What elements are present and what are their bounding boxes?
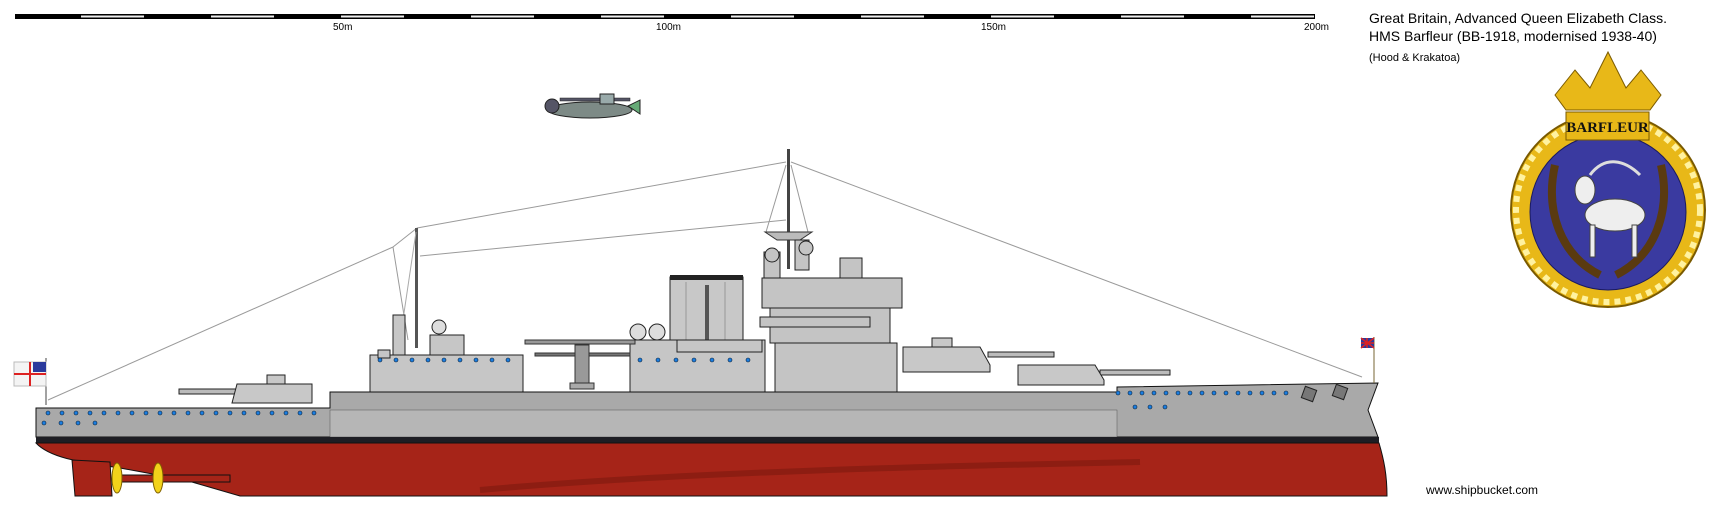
website-link[interactable]: www.shipbucket.com xyxy=(1426,483,1539,497)
scale-label-200m: 200m xyxy=(1304,22,1329,33)
scale-segment xyxy=(341,15,404,18)
porthole xyxy=(255,410,261,416)
porthole xyxy=(441,357,447,363)
porthole xyxy=(75,420,81,426)
porthole xyxy=(637,357,643,363)
porthole xyxy=(409,357,415,363)
porthole xyxy=(377,357,383,363)
porthole xyxy=(283,410,289,416)
porthole xyxy=(1151,390,1157,396)
anchor-icon xyxy=(1300,383,1349,403)
scale-bar xyxy=(15,14,1315,19)
crest-name: BARFLEUR xyxy=(1566,120,1649,136)
porthole xyxy=(1187,390,1193,396)
credits: (Hood & Krakatoa) xyxy=(1369,52,1461,64)
porthole xyxy=(1115,390,1121,396)
porthole xyxy=(655,357,661,363)
porthole xyxy=(473,357,479,363)
porthole xyxy=(691,357,697,363)
scale-segment xyxy=(601,15,664,18)
porthole xyxy=(709,357,715,363)
porthole xyxy=(129,410,135,416)
porthole xyxy=(505,357,511,363)
porthole xyxy=(489,357,495,363)
porthole xyxy=(101,410,107,416)
scale-segment xyxy=(861,15,924,18)
turret-x xyxy=(178,374,313,404)
scale-segment xyxy=(81,15,144,18)
catapult-with-aircraft xyxy=(524,339,636,390)
scale-label-50m: 50m xyxy=(333,22,352,33)
goat-icon xyxy=(1574,160,1646,258)
porthole xyxy=(1127,390,1133,396)
porthole xyxy=(1132,404,1138,410)
bridge-tower xyxy=(759,239,903,394)
porthole xyxy=(425,357,431,363)
porthole xyxy=(73,410,79,416)
porthole xyxy=(171,410,177,416)
porthole xyxy=(241,410,247,416)
porthole xyxy=(457,357,463,363)
ensign-flag-icon xyxy=(13,358,47,405)
porthole xyxy=(58,420,64,426)
seaplane-icon xyxy=(544,93,641,119)
scale-segment xyxy=(991,15,1054,18)
porthole xyxy=(227,410,233,416)
porthole xyxy=(143,410,149,416)
porthole xyxy=(185,410,191,416)
porthole xyxy=(115,410,121,416)
porthole xyxy=(1139,390,1145,396)
hull xyxy=(34,382,1388,497)
turret-b xyxy=(902,337,1055,373)
porthole xyxy=(393,357,399,363)
title-line-1: Great Britain, Advanced Queen Elizabeth … xyxy=(1369,10,1668,26)
porthole xyxy=(1259,390,1265,396)
porthole xyxy=(45,410,51,416)
propeller-shafts xyxy=(119,474,231,483)
porthole xyxy=(1283,390,1289,396)
propeller-icon xyxy=(111,462,164,494)
porthole xyxy=(1199,390,1205,396)
porthole xyxy=(1271,390,1277,396)
porthole xyxy=(1235,390,1241,396)
porthole xyxy=(269,410,275,416)
porthole xyxy=(1247,390,1253,396)
porthole xyxy=(87,410,93,416)
porthole xyxy=(745,357,751,363)
porthole xyxy=(213,410,219,416)
porthole xyxy=(199,410,205,416)
porthole xyxy=(157,410,163,416)
porthole xyxy=(1223,390,1229,396)
turret-a xyxy=(1017,364,1171,386)
funnel xyxy=(669,275,744,346)
porthole xyxy=(92,420,98,426)
porthole xyxy=(727,357,733,363)
porthole xyxy=(1162,404,1168,410)
scale-label-150m: 150m xyxy=(981,22,1006,33)
scale-segment xyxy=(211,15,274,18)
porthole xyxy=(1175,390,1181,396)
scale-segment xyxy=(471,15,534,18)
porthole xyxy=(311,410,317,416)
porthole xyxy=(1211,390,1217,396)
porthole xyxy=(41,420,47,426)
portholes xyxy=(41,357,1289,426)
aft-superstructure xyxy=(369,314,524,394)
title-line-2: HMS Barfleur (BB-1918, modernised 1938-4… xyxy=(1369,28,1657,44)
porthole xyxy=(673,357,679,363)
porthole xyxy=(297,410,303,416)
porthole xyxy=(1147,404,1153,410)
porthole xyxy=(1163,390,1169,396)
scale-label-100m: 100m xyxy=(656,22,681,33)
scale-segment xyxy=(1121,15,1184,18)
jack-flag-icon xyxy=(1360,337,1375,383)
scale-segment xyxy=(731,15,794,18)
ship-crest: BARFLEUR xyxy=(1510,50,1706,308)
midships-superstructure xyxy=(629,323,766,394)
rigging-stays xyxy=(47,161,1363,401)
scale-segment xyxy=(1251,15,1314,18)
porthole xyxy=(59,410,65,416)
